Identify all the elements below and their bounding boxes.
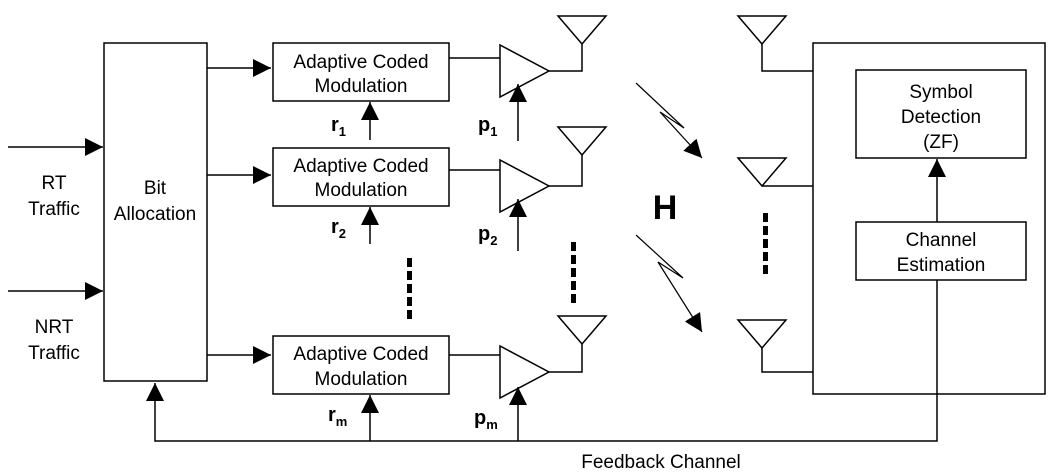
modulator-m-label-line2: Modulation <box>315 369 408 390</box>
tx-antenna-2 <box>556 126 608 157</box>
symbol-detection-line2: Detection <box>901 107 981 128</box>
rx-antenna-1-line <box>761 44 813 72</box>
rate-2-symbol: r <box>331 216 339 238</box>
modulator-ellipsis <box>407 258 412 319</box>
amp1-to-antenna-line <box>549 44 583 72</box>
feedback-channel-line <box>146 280 938 442</box>
power-m-subscript: m <box>486 417 498 432</box>
channel-estimation-block <box>855 221 1027 281</box>
power-2-label: p2 <box>478 223 497 248</box>
rx-antenna-m <box>736 319 788 350</box>
modulator-2-label-line2: Modulation <box>315 180 408 201</box>
nrt-label-line1: NRT <box>35 317 74 338</box>
tx-antenna-m <box>556 315 608 346</box>
tx-antenna-1 <box>556 15 608 46</box>
power-2-subscript: 2 <box>490 233 497 248</box>
nrt-label-line2: Traffic <box>28 343 80 364</box>
rx-antenna-m-line <box>761 348 813 373</box>
rate-m-symbol: r <box>328 404 336 426</box>
rate-2-subscript: 2 <box>339 226 346 241</box>
amplifier-ellipsis <box>571 242 576 303</box>
rate-1-subscript: 1 <box>339 124 346 139</box>
rx-antenna-1 <box>736 15 788 46</box>
bit-allocation-label-line2: Allocation <box>114 204 196 225</box>
rate-1-symbol: r <box>331 114 339 136</box>
feedback-channel-label: Feedback Channel <box>581 452 741 472</box>
symbol-detection-line3: (ZF) <box>923 132 959 153</box>
amplifier-1 <box>499 43 551 99</box>
amplifier-2 <box>499 158 551 214</box>
power-1-symbol: p <box>478 114 490 136</box>
modulator-block-2 <box>272 147 450 207</box>
channel-estimation-line1: Channel <box>906 230 977 251</box>
modulator-block-m <box>272 335 450 395</box>
rx-antenna-2 <box>736 157 788 188</box>
power-m-symbol: p <box>474 407 486 429</box>
bit-allocation-label-line1: Bit <box>144 178 167 199</box>
ampm-to-antenna-line <box>549 344 583 373</box>
rate-m-subscript: m <box>336 414 348 429</box>
rate-1-label: r1 <box>331 114 346 139</box>
power-1-label: p1 <box>478 114 497 139</box>
power-m-label: pm <box>474 407 498 432</box>
modulator-1-label-line1: Adaptive Coded <box>293 52 428 73</box>
modulator-2-label-line1: Adaptive Coded <box>293 156 428 177</box>
rate-m-label: rm <box>328 404 347 429</box>
modulator-1-label-line2: Modulation <box>315 76 408 97</box>
rate-2-label: r2 <box>331 216 346 241</box>
rt-label-line2: Traffic <box>28 199 80 220</box>
channel-estimation-line2: Estimation <box>897 255 986 276</box>
modulator-m-label-line1: Adaptive Coded <box>293 344 428 365</box>
channel-lightning-arrow-2 <box>635 234 703 333</box>
modulator-block-1 <box>272 42 450 102</box>
power-1-subscript: 1 <box>490 124 497 139</box>
symbol-detection-block <box>855 69 1027 159</box>
bit-allocation-block <box>103 42 208 382</box>
channel-lightning-arrow-1 <box>635 82 703 159</box>
symbol-detection-line1: Symbol <box>909 82 972 103</box>
amp2-to-antenna-line <box>549 155 583 187</box>
amplifier-m <box>499 344 551 400</box>
power-2-symbol: p <box>478 223 490 245</box>
channel-matrix-label: H <box>653 189 678 227</box>
rx-antenna-ellipsis <box>763 213 768 274</box>
rt-label-line1: RT <box>42 173 67 194</box>
